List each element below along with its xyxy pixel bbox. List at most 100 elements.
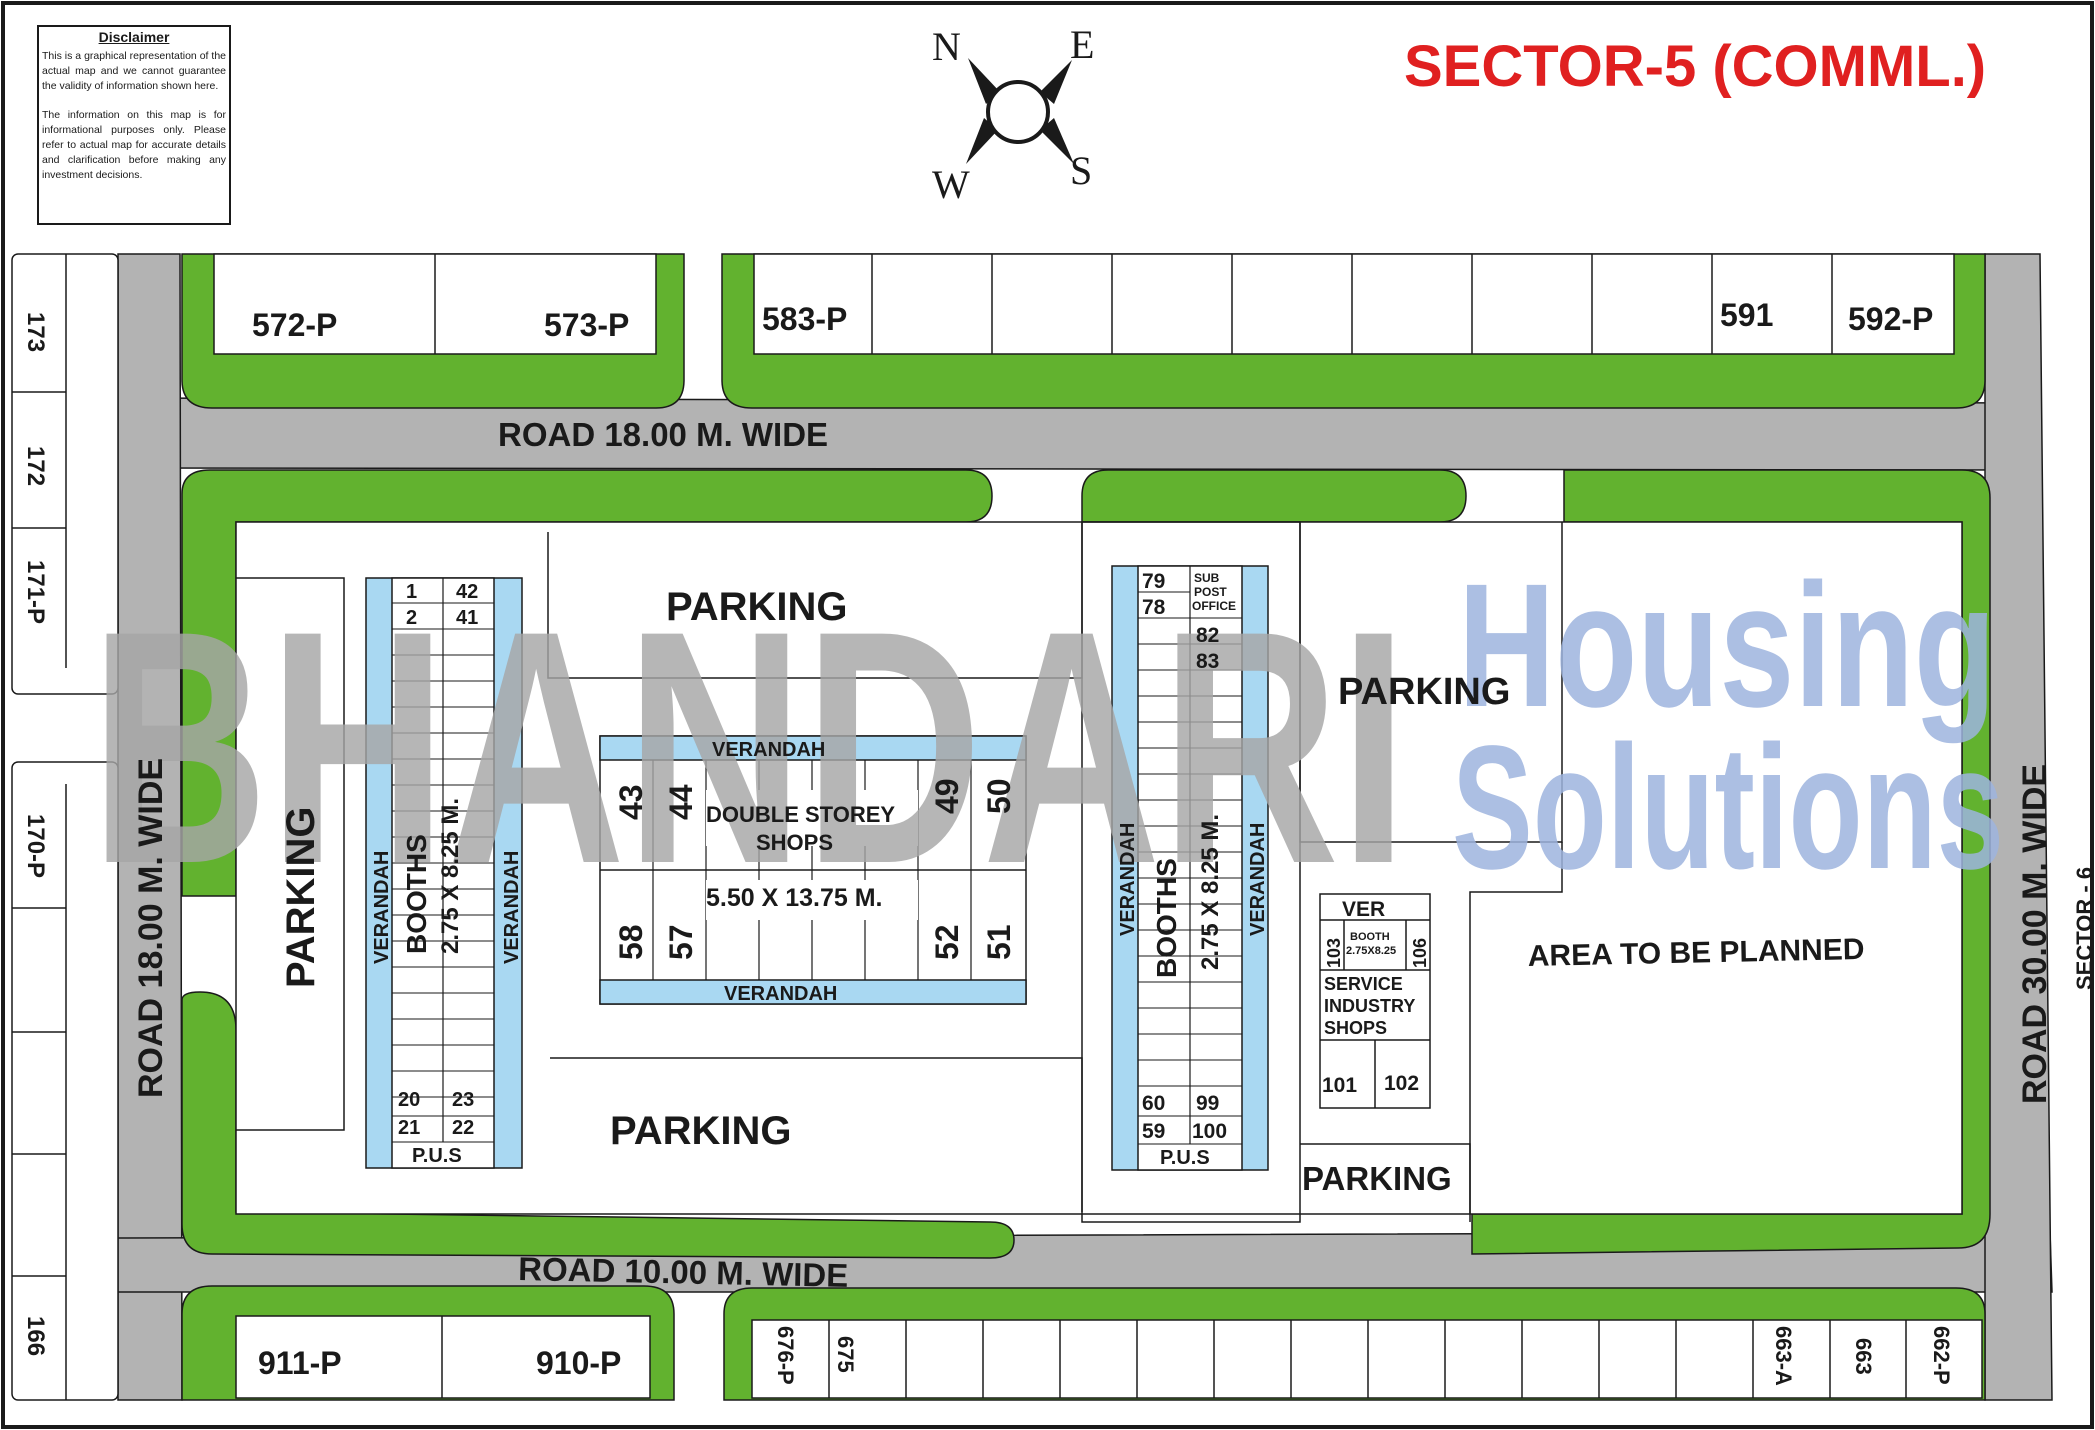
booth-1: 1	[406, 581, 417, 603]
plot-663: 663	[1851, 1338, 1876, 1375]
booth-21: 21	[398, 1117, 420, 1139]
road-top	[117, 397, 2039, 471]
watermark-bhandari: BHANDARI	[90, 562, 1408, 933]
parking-label-small: PARKING	[1302, 1160, 1452, 1197]
left-booth-size: 2.75 X 8.25 M.	[437, 798, 464, 954]
parking-label-left: PARKING	[279, 807, 323, 988]
inner-site	[235, 521, 1963, 1215]
shop-51: 51	[981, 924, 1017, 960]
plot-170-p: 170-P	[22, 814, 49, 878]
compass-e: E	[1070, 22, 1094, 67]
watermark-housing: Housing	[1458, 548, 1996, 744]
green-central-frame-3	[1471, 469, 1991, 1255]
green-central-frame-4	[181, 991, 1015, 1259]
plots-bottom-right	[751, 1319, 1983, 1399]
road-right-label: ROAD 30.00 M. WIDE	[2016, 764, 2054, 1104]
plot-173: 173	[22, 312, 49, 352]
disclaimer-text-2: The information on this map is for infor…	[42, 109, 226, 181]
service-ver: VER	[1342, 898, 1385, 921]
shops-size: 5.50 X 13.75 M.	[706, 884, 883, 912]
road-bottom-label: ROAD 10.00 M. WIDE	[518, 1250, 849, 1294]
plot-662-p: 662-P	[1929, 1326, 1954, 1385]
parking-label-right: PARKING	[1338, 671, 1510, 713]
plot-172: 172	[22, 446, 49, 486]
left-verandah-a: VERANDAH	[371, 851, 393, 964]
right-booths: BOOTHS	[1151, 858, 1182, 978]
plots-bottom-left	[235, 1315, 651, 1399]
shop-58: 58	[613, 924, 649, 960]
booth-23: 23	[452, 1089, 474, 1111]
shop-43: 43	[613, 784, 649, 820]
compass-w: W	[932, 162, 970, 207]
plots-top-right	[753, 253, 1955, 355]
plot-676-p: 676-P	[773, 1326, 798, 1385]
left-strip-2	[11, 761, 119, 1401]
shops-block	[599, 735, 1027, 1005]
shop-52: 52	[929, 924, 965, 960]
service-106: 106	[1410, 938, 1430, 968]
shop-49: 49	[929, 778, 965, 814]
plot-910-p: 910-P	[536, 1345, 621, 1381]
sector-6-label: SECTOR - 6	[2072, 867, 2095, 990]
booth-20: 20	[398, 1089, 420, 1111]
booth-22: 22	[452, 1117, 474, 1139]
booth-78: 78	[1142, 596, 1166, 619]
left-strip	[11, 253, 119, 695]
road-left-label: ROAD 18.00 M. WIDE	[132, 758, 170, 1098]
shop-44: 44	[663, 784, 699, 820]
plot-592-p: 592-P	[1848, 301, 1933, 337]
plot-572-p: 572-P	[252, 307, 337, 343]
shops-title-2: SHOPS	[756, 830, 833, 855]
parking-label-top: PARKING	[666, 585, 847, 629]
booth-59: 59	[1142, 1120, 1165, 1143]
plot-675: 675	[833, 1336, 858, 1373]
service-line-1: SERVICE	[1324, 974, 1403, 994]
left-pus: P.U.S	[412, 1145, 462, 1167]
booth-82: 82	[1196, 624, 1219, 647]
service-block	[1319, 893, 1431, 1109]
booth-99: 99	[1196, 1092, 1219, 1115]
left-booth-block	[365, 577, 523, 1169]
service-line-2: INDUSTRY	[1324, 996, 1415, 1016]
booth-60: 60	[1142, 1092, 1165, 1115]
sub-post-office-3: OFFICE	[1192, 599, 1236, 613]
left-verandah-b: VERANDAH	[501, 851, 523, 964]
disclaimer-box	[37, 25, 231, 225]
green-central-frame-2	[1081, 469, 1467, 523]
shop-57: 57	[663, 924, 699, 960]
plot-591: 591	[1720, 297, 1773, 333]
right-verandah-a: VERANDAH	[1117, 823, 1139, 936]
shops-verandah-top: VERANDAH	[712, 739, 825, 761]
road-top-label: ROAD 18.00 M. WIDE	[498, 416, 828, 453]
right-pus: P.U.S	[1160, 1147, 1210, 1169]
watermark-solutions: Solutions	[1452, 710, 2004, 906]
plot-911-p: 911-P	[258, 1345, 342, 1381]
plot-663-a: 663-A	[1771, 1326, 1796, 1386]
compass-s: S	[1070, 148, 1092, 193]
plot-171-p: 171-P	[22, 560, 49, 624]
area-to-be-planned: AREA TO BE PLANNED	[1527, 933, 1864, 973]
service-booth: BOOTH	[1350, 931, 1390, 943]
sub-post-office-2: POST	[1194, 585, 1227, 599]
right-verandah-b: VERANDAH	[1247, 823, 1269, 936]
disclaimer-heading: Disclaimer	[98, 30, 170, 45]
parking-label-bottom: PARKING	[610, 1109, 791, 1153]
service-booth-size: 2.75X8.25	[1346, 945, 1396, 957]
booth-2: 2	[406, 607, 417, 629]
shops-title-1: DOUBLE STOREY	[706, 802, 895, 827]
disclaimer-text-1: This is a graphical representation of th…	[42, 50, 226, 92]
shops-verandah-bottom: VERANDAH	[724, 983, 837, 1005]
shop-50: 50	[981, 778, 1017, 814]
compass-rose: N E W S	[932, 22, 1094, 207]
sub-post-office-1: SUB	[1194, 571, 1220, 585]
booth-42: 42	[456, 581, 478, 603]
plot-166: 166	[22, 1316, 49, 1356]
service-line-3: SHOPS	[1324, 1018, 1387, 1038]
service-101: 101	[1322, 1074, 1357, 1097]
booth-83: 83	[1196, 650, 1219, 673]
service-102: 102	[1384, 1072, 1419, 1095]
plot-573-p: 573-P	[544, 307, 629, 343]
map-title: SECTOR-5 (COMML.)	[1404, 34, 1986, 99]
booth-41: 41	[456, 607, 478, 629]
